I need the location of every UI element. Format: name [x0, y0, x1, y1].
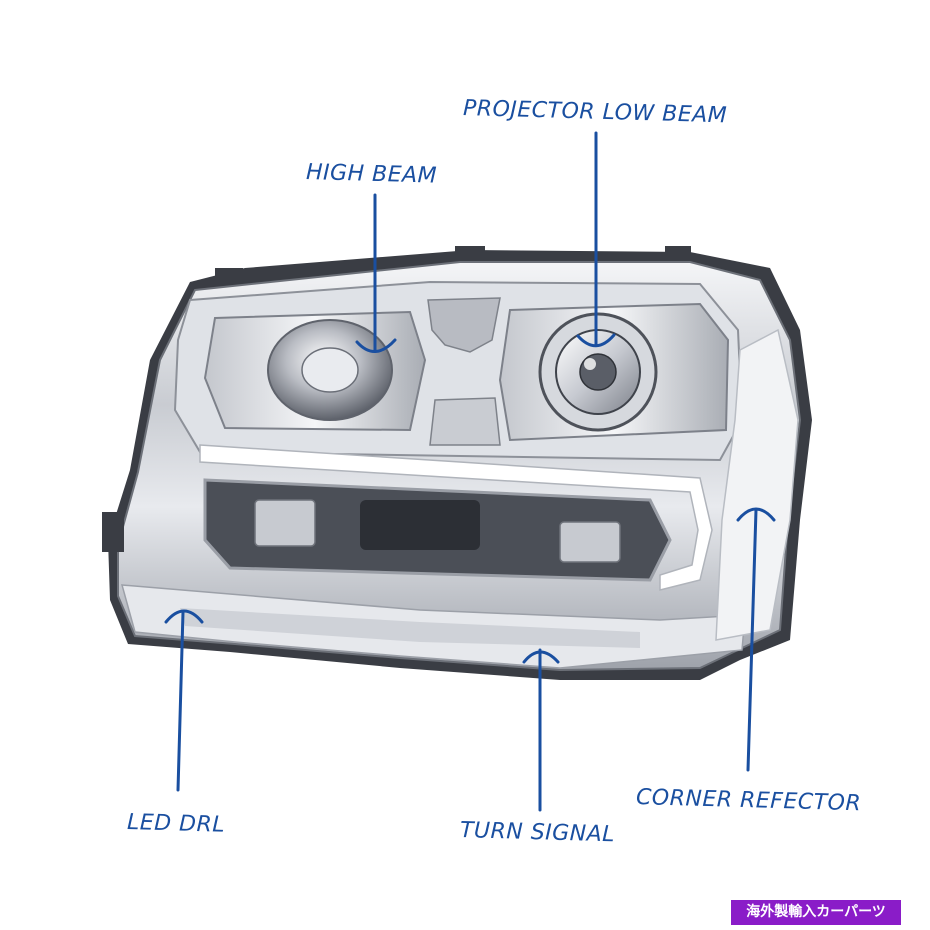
center-divider-lower: [429, 397, 501, 446]
pointer-led-drl: [176, 610, 185, 792]
pointer-projector-arrow: [576, 333, 616, 348]
mount-center: [360, 500, 480, 550]
mount-tab-2: [455, 246, 485, 258]
label-turn-signal: TURN SIGNAL: [459, 818, 616, 848]
label-led-drl: LED DRL: [126, 810, 226, 838]
watermark-badge: 海外製輸入カーパーツ: [731, 900, 901, 925]
pointer-turn-signal-arrow: [522, 650, 560, 664]
turn-signal-inner: [180, 608, 640, 648]
pointer-high-beam-arrow: [355, 338, 397, 353]
projector-low-beam-unit: [498, 302, 730, 442]
pointer-corner-arrow: [736, 507, 776, 522]
label-high-beam: HIGH BEAM: [305, 160, 438, 189]
bracket-left: [254, 499, 316, 547]
mount-tab-3: [665, 246, 691, 258]
led-drl-bar: [199, 444, 713, 591]
high-beam-reflector: [203, 310, 427, 432]
corner-reflector-lens: [715, 328, 799, 641]
mount-tab-side: [102, 512, 124, 552]
pointer-led-drl-arrow: [164, 609, 204, 624]
pointer-corner: [746, 508, 758, 772]
headlight-assembly: [102, 246, 812, 680]
callout-pointers: [164, 131, 776, 812]
bracket-right: [559, 521, 621, 563]
center-divider: [427, 297, 501, 353]
mount-tab-1: [215, 268, 243, 282]
